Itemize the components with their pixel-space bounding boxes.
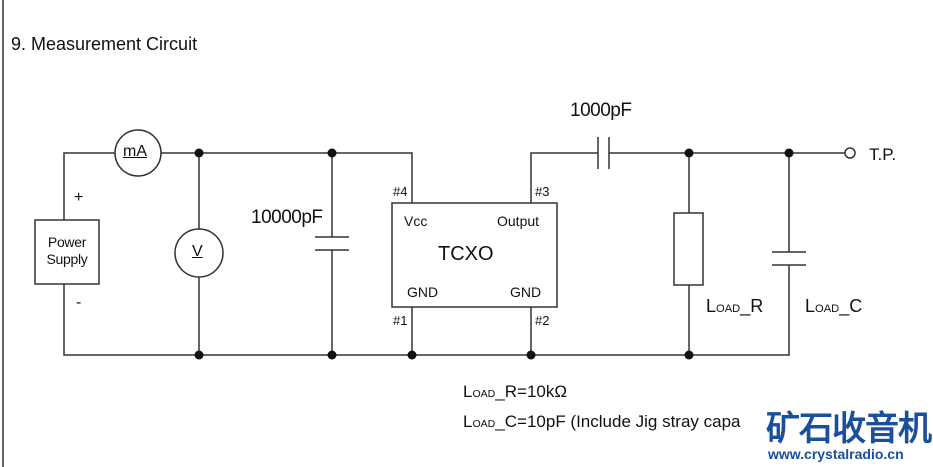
load-r-label-main: L: [706, 296, 717, 316]
load-r-label-sub: OAD: [716, 303, 741, 315]
tcxo-label: TCXO: [438, 243, 494, 265]
junction-dot: [194, 350, 204, 360]
wire-supply-plus: [63, 152, 115, 220]
junction-dot: [784, 148, 794, 158]
pin4-label: #4: [393, 184, 408, 199]
junction-dot: [327, 148, 337, 158]
note-load-r-main: L: [463, 382, 473, 401]
note-load-r-sub: OAD: [472, 388, 496, 400]
pin2-label: #2: [535, 313, 550, 328]
power-supply-box: [34, 219, 100, 285]
plus-label: +: [74, 189, 84, 206]
watermark-url: www.crystalradio.cn: [768, 446, 904, 462]
watermark-logo: 矿石收音机: [766, 401, 932, 450]
coupling-cap-label: 1000pF: [570, 100, 632, 121]
junction-dot: [327, 350, 337, 360]
voltmeter-label: V: [192, 243, 203, 260]
note-load-c-rest: _C=10pF (Include Jig stray capa: [495, 412, 741, 431]
load-resistor: [673, 212, 704, 286]
pin1-label: #1: [393, 313, 408, 328]
junction-dot: [194, 148, 204, 158]
load-c-label-main: L: [805, 296, 816, 316]
ammeter: [114, 129, 162, 177]
wire-top-rail: [161, 152, 413, 203]
voltmeter: [174, 228, 224, 278]
load-c-label-sub: OAD: [815, 303, 840, 315]
pin3-label: #3: [535, 184, 550, 199]
note-load-c: LOAD_C=10pF (Include Jig stray capa: [463, 412, 741, 432]
ammeter-label: mA: [123, 143, 147, 160]
load-c-label: LOAD_C: [805, 296, 862, 317]
junction-dot: [526, 350, 536, 360]
output-label: Output: [497, 213, 540, 229]
section-title: 9. Measurement Circuit: [11, 34, 198, 54]
test-point-label: T.P.: [869, 145, 897, 164]
junction-dot: [684, 350, 694, 360]
test-point-terminal: [844, 147, 856, 159]
load-c-label-rest: _C: [839, 296, 863, 316]
power-supply-label: Power Supply: [46, 234, 88, 267]
gnd2-label: GND: [510, 284, 542, 300]
note-load-r: LOAD_R=10kΩ: [463, 382, 567, 402]
note-load-c-main: L: [463, 412, 473, 431]
note-load-r-rest: _R=10kΩ: [495, 382, 568, 401]
vcc-label: Vcc: [404, 213, 428, 229]
tcxo-box: [391, 202, 558, 308]
junction-dot: [684, 148, 694, 158]
wire-supply-minus: [63, 265, 790, 356]
load-r-label-rest: _R: [740, 296, 764, 316]
gnd1-label: GND: [407, 284, 439, 300]
junction-dot: [407, 350, 417, 360]
minus-label: -: [76, 294, 82, 311]
note-load-c-sub: OAD: [472, 418, 496, 430]
bypass-cap-label: 10000pF: [251, 207, 323, 228]
wire-output: [530, 152, 598, 203]
load-r-label: LOAD_R: [706, 296, 763, 317]
